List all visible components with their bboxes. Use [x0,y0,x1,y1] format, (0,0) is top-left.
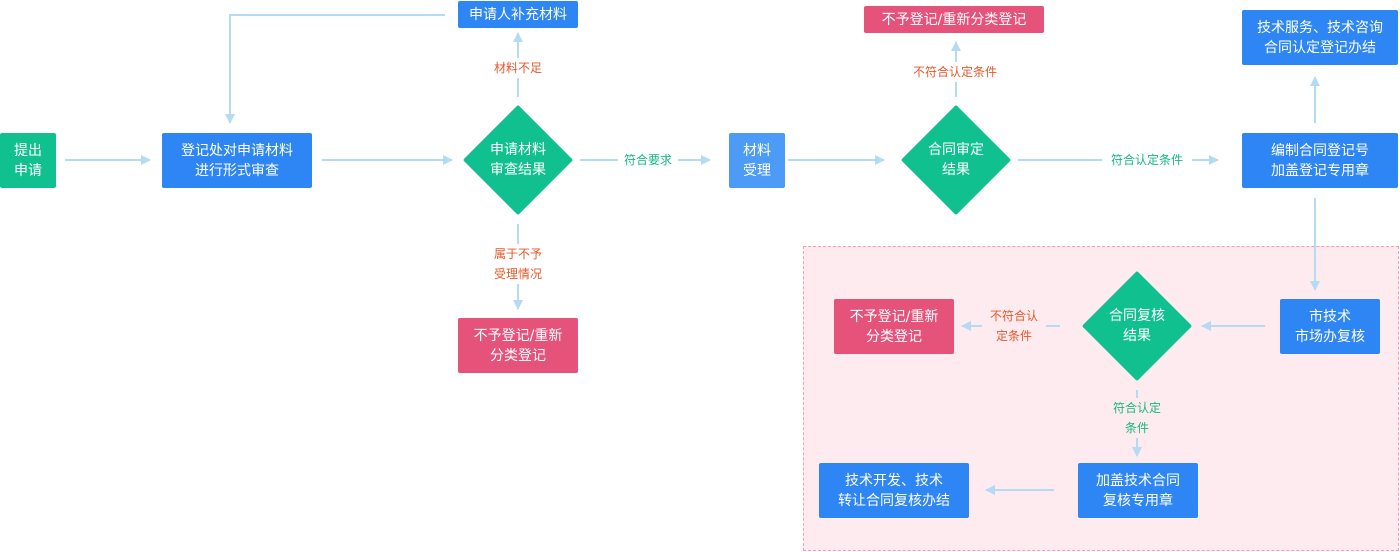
edge-label-not-accepted: 属于不予 受理情况 [488,244,548,284]
edge-label-meets-requirements: 符合要求 [618,150,678,170]
node-reject-reclassify-1[interactable]: 不予登记/重新 分类登记 [458,318,578,373]
node-city-market-review[interactable]: 市技术 市场办复核 [1280,299,1380,354]
node-contract-review-stamp[interactable]: 加盖技术合同 复核专用章 [1078,463,1198,518]
node-service-consulting-done[interactable]: 技术服务、技术咨询 合同认定登记办结 [1242,10,1398,65]
edge-label-qualified-right: 符合认定条件 [1102,150,1192,170]
edge-supplement-to-review [225,14,445,124]
node-formal-review[interactable]: 登记处对申请材料 进行形式审查 [162,133,312,188]
decision-label: 合同审定 结果 [928,142,984,178]
decision-materials-review-result[interactable]: 申请材料 审查结果 [462,104,574,216]
decision-contract-recheck-result[interactable]: 合同复核 结果 [1081,270,1193,382]
edge-label-not-qualified-left: 不符合认 定条件 [982,306,1046,346]
edge-label-not-qualified-top: 不符合认定条件 [905,62,1005,82]
node-register-number-stamp[interactable]: 编制合同登记号 加盖登记专用章 [1242,133,1398,188]
edge-label-qualified-down: 符合认定 条件 [1105,398,1169,438]
decision-contract-approval-result[interactable]: 合同审定 结果 [900,104,1012,216]
edge-label-insufficient: 材料不足 [488,58,548,78]
node-reject-reclassify-2[interactable]: 不予登记/重新分类登记 [864,6,1044,33]
node-dev-transfer-done[interactable]: 技术开发、技术 转让合同复核办结 [819,463,969,518]
node-accept-materials[interactable]: 材料 受理 [729,133,785,188]
node-supplement-materials[interactable]: 申请人补充材料 [458,1,578,28]
decision-label: 合同复核 结果 [1109,308,1165,344]
decision-label: 申请材料 审查结果 [490,142,546,178]
node-submit-application[interactable]: 提出 申请 [0,133,56,188]
node-reject-reclassify-3[interactable]: 不予登记/重新 分类登记 [834,299,954,354]
